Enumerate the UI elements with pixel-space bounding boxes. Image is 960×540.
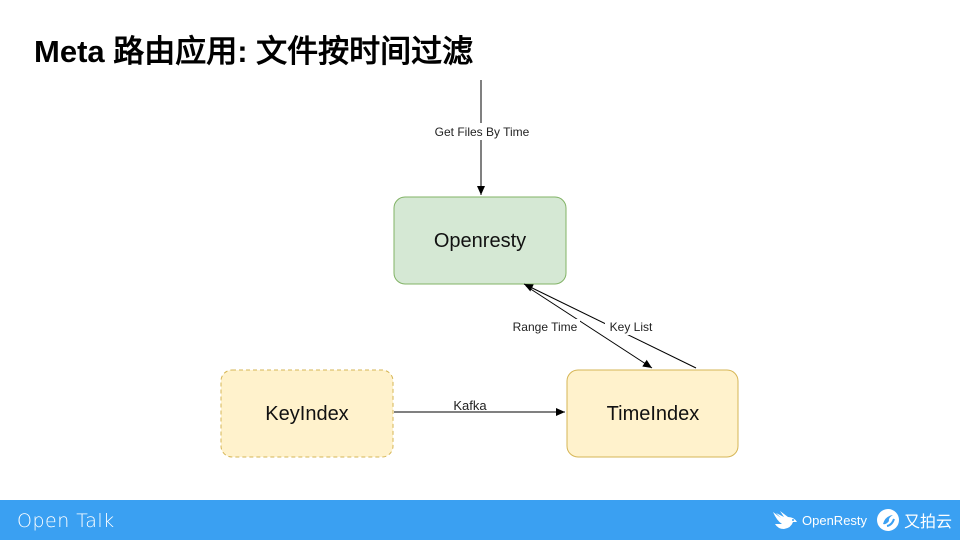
- node-openresty[interactable]: Openresty: [393, 196, 567, 285]
- edge-key-list-label-bg: [605, 319, 657, 335]
- node-openresty-label: Openresty: [434, 230, 526, 252]
- openresty-logo: OpenResty: [772, 508, 867, 532]
- openresty-bird-icon: [773, 511, 797, 529]
- edge-kafka-label: Kafka: [453, 398, 487, 413]
- upyun-icon: [877, 509, 899, 531]
- node-keyindex-label: KeyIndex: [265, 403, 348, 425]
- edge-range-time-label-bg: [508, 319, 580, 335]
- node-timeindex[interactable]: TimeIndex: [566, 369, 739, 458]
- upyun-logo-text: 又拍云: [904, 514, 953, 531]
- architecture-diagram: Get Files By Time Openresty Range Time K…: [220, 80, 739, 458]
- node-keyindex[interactable]: KeyIndex: [220, 369, 394, 458]
- slide-title: Meta 路由应用: 文件按时间过滤: [34, 34, 474, 69]
- edge-key-list-label: Key List: [610, 320, 653, 334]
- footer-bar: Open Talk OpenResty 又拍云: [0, 500, 960, 540]
- openresty-logo-text: OpenResty: [802, 512, 868, 528]
- edge-get-files-label: Get Files By Time: [435, 125, 530, 139]
- edge-get-files-label-bg: [428, 123, 536, 140]
- edge-range-time-label: Range Time: [513, 320, 578, 334]
- footer-brand: Open Talk: [17, 510, 115, 532]
- node-timeindex-label: TimeIndex: [607, 403, 700, 425]
- upyun-logo: 又拍云: [876, 508, 952, 532]
- edge-range-time-line: [525, 285, 653, 369]
